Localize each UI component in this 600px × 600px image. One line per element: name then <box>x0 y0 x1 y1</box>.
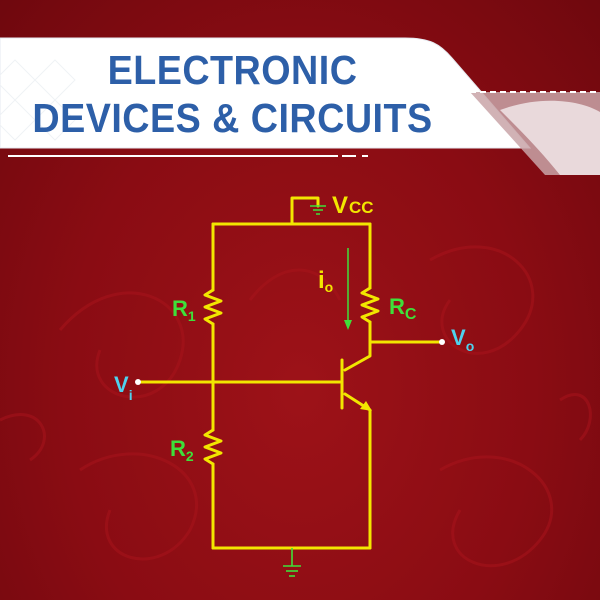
vo-label: Vo <box>451 325 474 354</box>
resistor-r1 <box>203 288 223 326</box>
output-terminal <box>439 339 445 345</box>
rc-label: RC <box>389 294 417 323</box>
transistor-emitter <box>343 392 372 550</box>
resistor-rc <box>360 286 380 324</box>
title-banner <box>0 37 600 175</box>
emitter-arrow-icon <box>360 401 372 411</box>
ground-symbol-icon <box>283 548 301 577</box>
supply-stub-wire <box>290 196 320 226</box>
io-label: io <box>318 267 333 295</box>
resistor-r2 <box>203 428 223 466</box>
title-line-2: DEVICES & CIRCUITS <box>32 95 433 141</box>
r2-label: R2 <box>170 436 194 464</box>
input-terminal <box>135 379 141 385</box>
current-arrow-icon <box>344 248 352 330</box>
vcc-label: VCC <box>332 192 374 219</box>
vi-label: Vi <box>114 372 133 403</box>
transistor-collector <box>343 340 372 372</box>
title-line-1: ELECTRONIC <box>107 47 358 93</box>
r1-label: R1 <box>172 296 196 324</box>
supply-ground-icon <box>310 205 326 215</box>
